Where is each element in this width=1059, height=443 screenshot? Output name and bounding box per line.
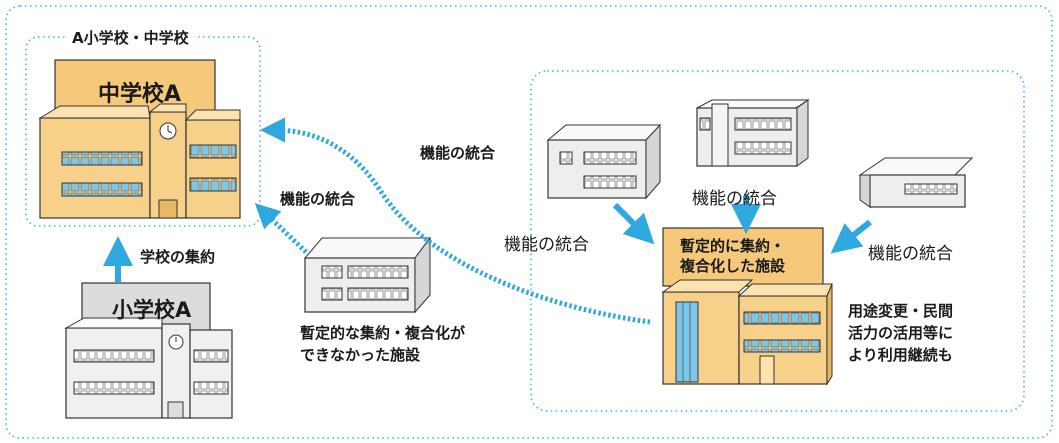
interim-facility-sign-line2: 複合化した施設 (680, 257, 786, 275)
integration-label-mid: 機能の統合 (280, 190, 356, 208)
middle-school-sign: 中学校A (98, 82, 182, 107)
unconsolidated-facility-building (303, 236, 431, 314)
integration-arrow-mid (254, 203, 308, 254)
integration-label-right: 機能の統合 (868, 244, 953, 264)
interim-facility-sign-line1: 暫定的に集約・ (680, 237, 786, 255)
reuse-note-line1: 用途変更・民間 (848, 302, 954, 320)
unconsolidated-note: 暫定的な集約・複合化が できなかった施設 (300, 322, 465, 366)
unconsolidated-note-line2: できなかった施設 (300, 346, 421, 364)
consolidation-label: 学校の集約 (140, 248, 216, 266)
interim-facility-building (661, 227, 833, 386)
facility-building-center (696, 99, 810, 167)
reuse-note-line3: より利用継続も (848, 346, 953, 364)
elementary-school-building (64, 282, 233, 419)
reuse-note-line2: 活力の活用等に (848, 324, 954, 342)
interim-facility-sign: 暫定的に集約・ 複合化した施設 (680, 236, 785, 276)
integration-arrow-top (260, 117, 651, 325)
integration-label-top: 機能の統合 (420, 144, 496, 162)
integration-arrow-right (830, 219, 872, 254)
integration-label-left: 機能の統合 (504, 235, 589, 255)
unconsolidated-note-line1: 暫定的な集約・複合化が (300, 324, 466, 342)
integration-arrow-left (612, 202, 655, 245)
elementary-school-sign: 小学校A (112, 298, 192, 322)
integration-label-center: 機能の統合 (692, 189, 777, 209)
facility-building-left (546, 123, 662, 200)
group-a-title: A小学校・中学校 (66, 27, 195, 48)
reuse-note: 用途変更・民間 活力の活用等に より利用継続も (848, 300, 953, 366)
facility-building-right (858, 157, 974, 208)
middle-school-building (38, 59, 241, 219)
right-group-frame (530, 70, 1025, 412)
